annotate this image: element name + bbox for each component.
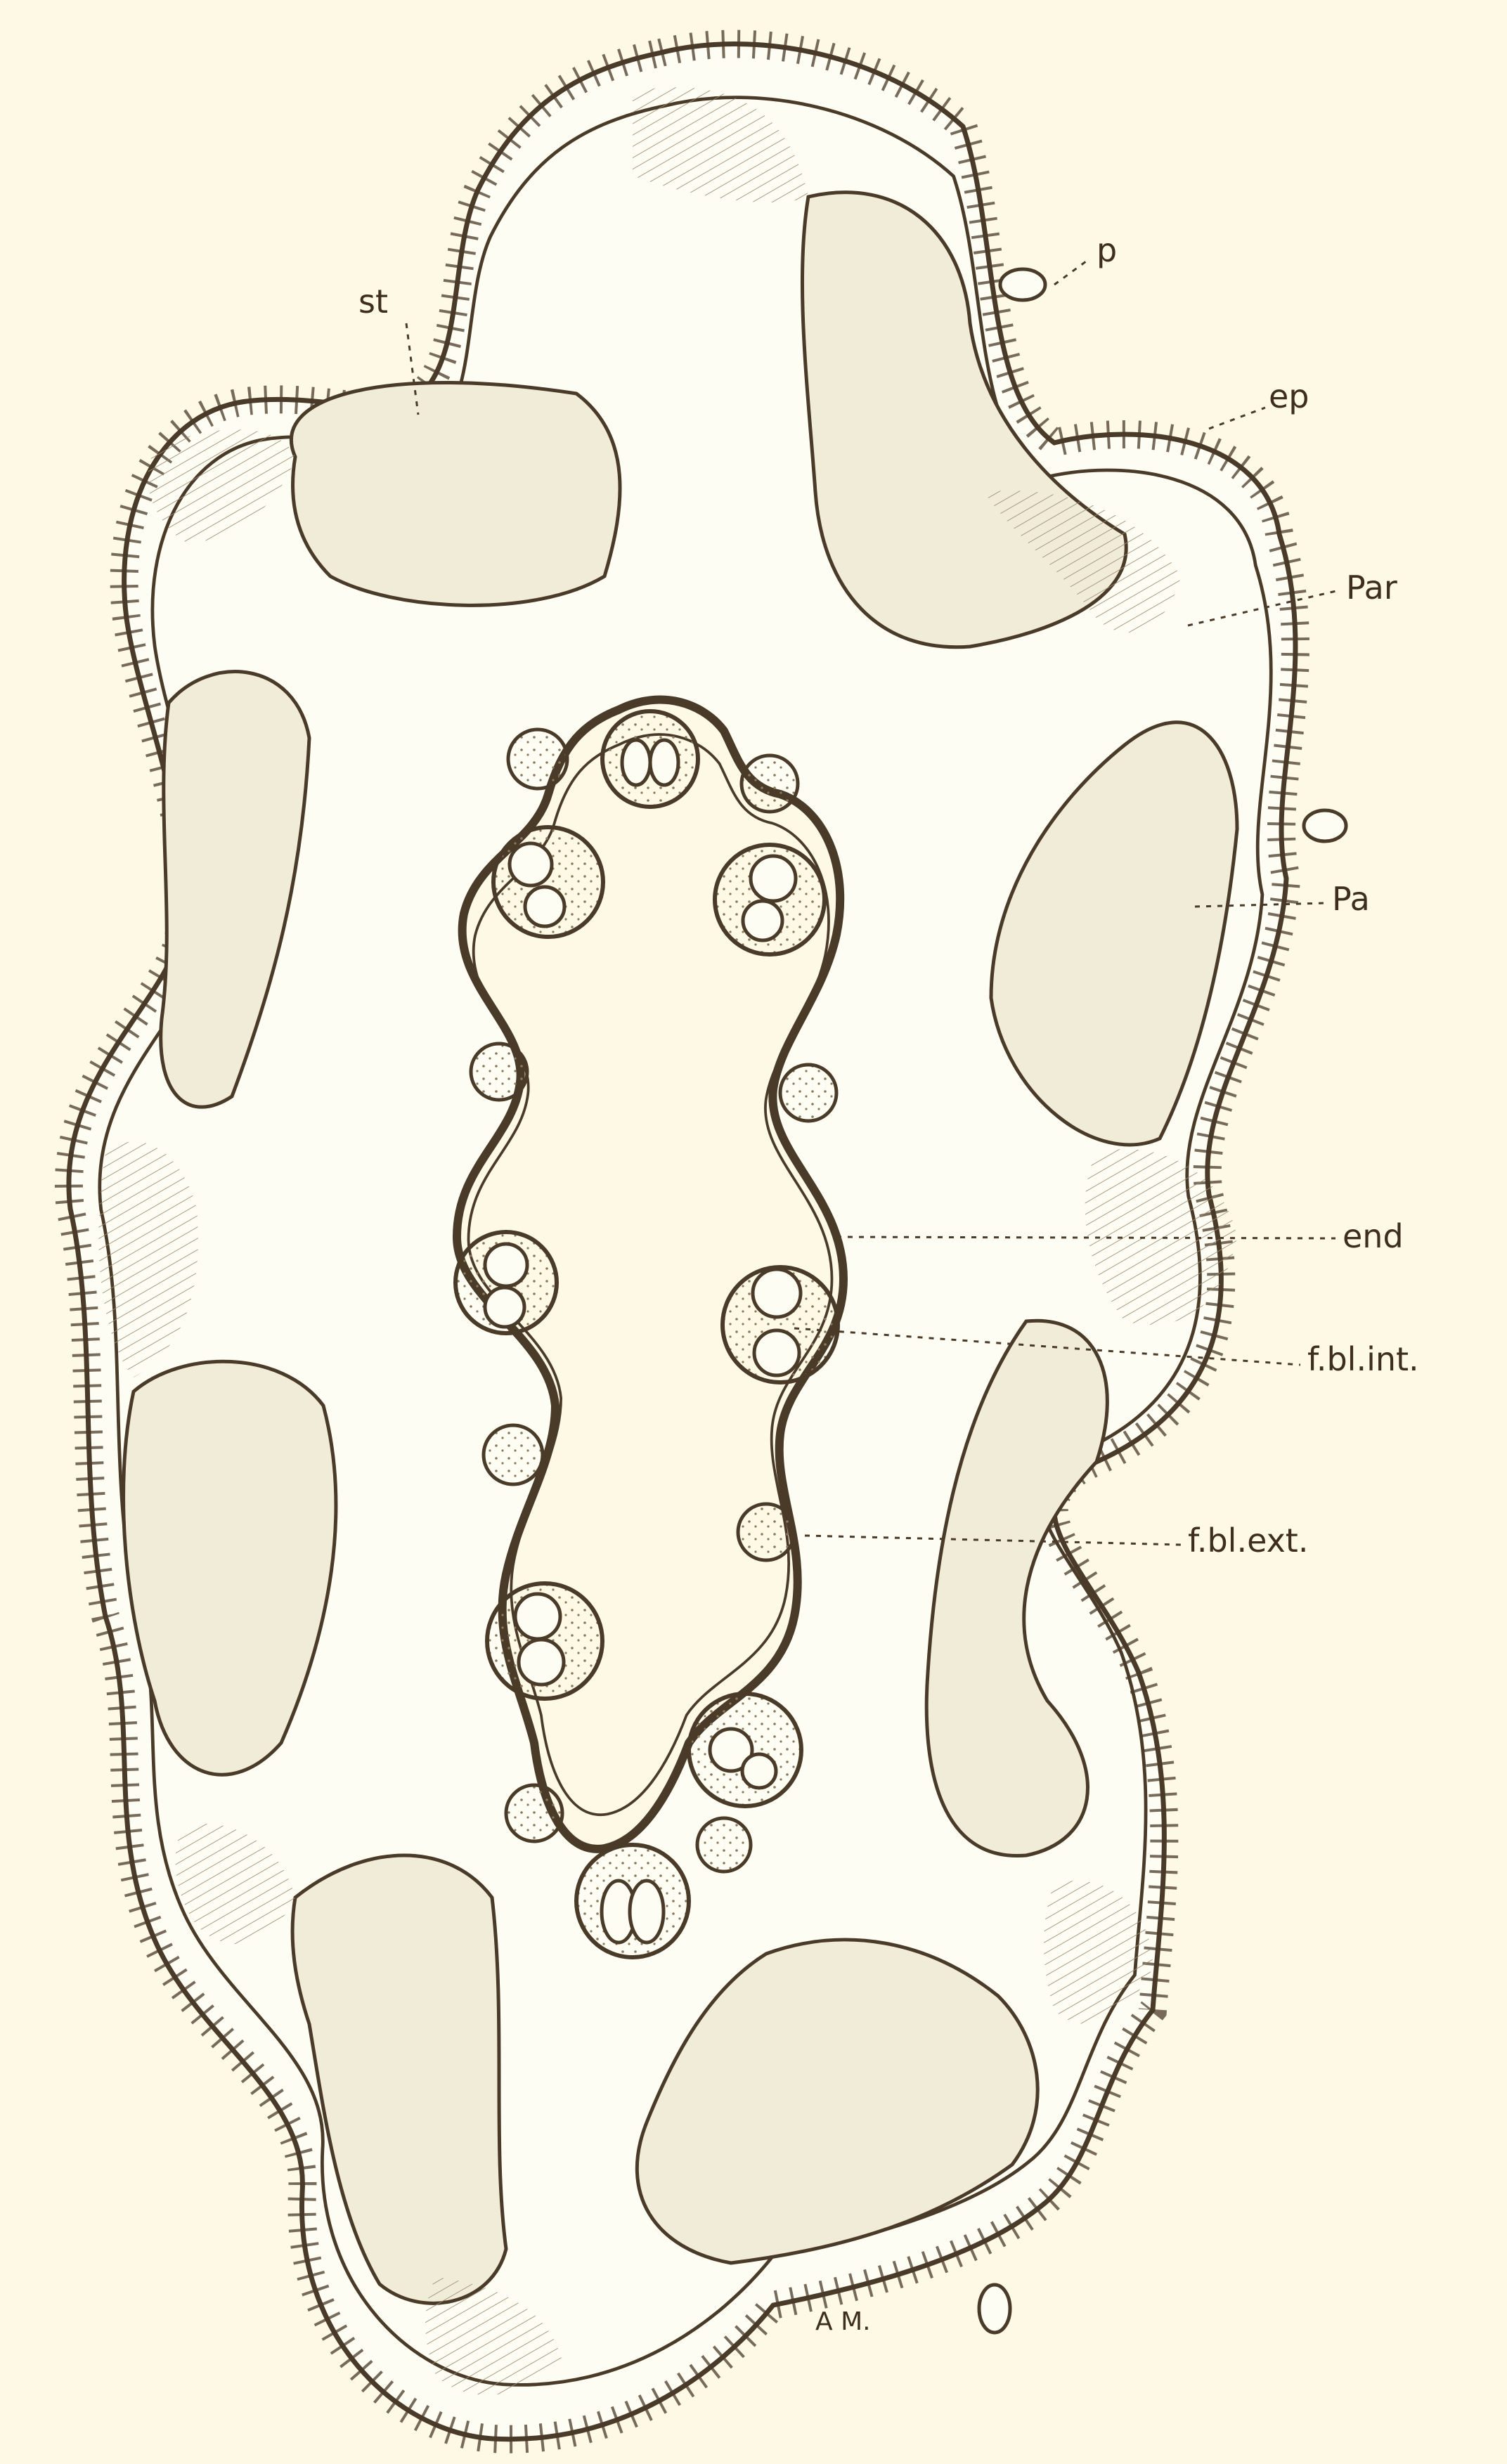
bundle-large-upper-right xyxy=(715,845,824,954)
label-p: p xyxy=(1097,231,1117,269)
artist-signature: A M. xyxy=(815,2307,871,2336)
label-ep: ep xyxy=(1269,377,1309,415)
bundle-large-lower-left xyxy=(487,1583,602,1699)
trichome-top xyxy=(1000,269,1045,300)
label-par: Par xyxy=(1346,569,1397,607)
trichome-right xyxy=(1304,810,1346,841)
bundle-large-bottom xyxy=(576,1845,689,1957)
label-fbl-int: f.bl.int. xyxy=(1307,1340,1419,1378)
label-fbl-ext: f.bl.ext. xyxy=(1188,1522,1308,1560)
label-st: st xyxy=(358,283,388,320)
palisade-lobe-top-left xyxy=(291,382,620,605)
trichome-bottom xyxy=(979,2285,1010,2333)
label-pa: Pa xyxy=(1332,880,1370,918)
bundle-large-lower-right xyxy=(689,1694,801,1806)
bundle-large-mid-right xyxy=(723,1267,838,1382)
bundle-large-upper-left xyxy=(493,827,603,937)
label-end: end xyxy=(1343,1217,1404,1255)
bundle-large-mid-left xyxy=(455,1232,557,1333)
bundle-large-top xyxy=(602,711,698,807)
